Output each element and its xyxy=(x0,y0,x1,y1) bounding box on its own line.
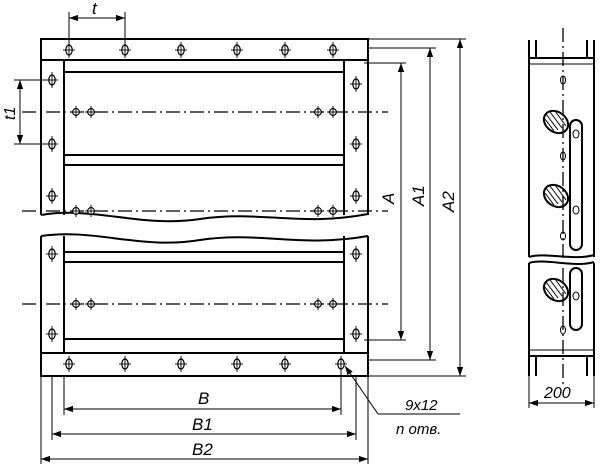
dimension-t-label: t xyxy=(92,0,98,18)
dimension-B-label: B xyxy=(198,389,209,408)
right-side-holes xyxy=(349,75,363,343)
left-side-profile xyxy=(40,60,65,353)
dimension-t: t xyxy=(68,0,126,44)
top-flange-holes xyxy=(62,41,340,59)
dimension-A2: A2 xyxy=(368,38,466,377)
hole-size-label: 9x12 xyxy=(405,397,438,414)
dimension-B1: B1 xyxy=(51,376,357,440)
bottom-flange xyxy=(40,352,369,377)
dimension-A2-label: A2 xyxy=(439,191,458,213)
center-lines xyxy=(22,111,388,305)
dimension-A: A xyxy=(364,62,406,341)
hole-count-label: n отв. xyxy=(396,421,441,438)
side-break-line xyxy=(528,254,595,259)
dimension-B: B xyxy=(63,370,342,415)
dimension-A1: A1 xyxy=(368,47,436,361)
inner-members xyxy=(64,71,344,340)
hatched-connection xyxy=(542,109,570,303)
dimension-200: 200 xyxy=(528,376,595,408)
top-flange xyxy=(40,38,369,61)
front-view xyxy=(22,38,388,377)
hole-callout: 9x12 n отв. xyxy=(344,365,460,438)
right-side-profile xyxy=(343,60,369,353)
side-break-line xyxy=(528,260,595,265)
dimension-A1-label: A1 xyxy=(409,185,428,207)
dimension-B2: B2 xyxy=(40,376,369,464)
side-profile xyxy=(528,40,595,376)
side-holes xyxy=(560,75,566,335)
dimension-B2-label: B2 xyxy=(192,440,213,459)
slotted-bar xyxy=(569,119,583,251)
side-view: 200 xyxy=(528,28,595,408)
dimension-t1: t1 xyxy=(2,79,48,145)
dimension-B1-label: B1 xyxy=(192,415,213,434)
dimension-t1-label: t1 xyxy=(2,107,19,120)
bottom-flange-holes xyxy=(62,355,348,373)
break-line xyxy=(40,233,369,244)
dimension-A-label: A xyxy=(379,193,398,205)
fastener-bolts xyxy=(69,105,340,311)
dimension-200-label: 200 xyxy=(543,385,571,402)
